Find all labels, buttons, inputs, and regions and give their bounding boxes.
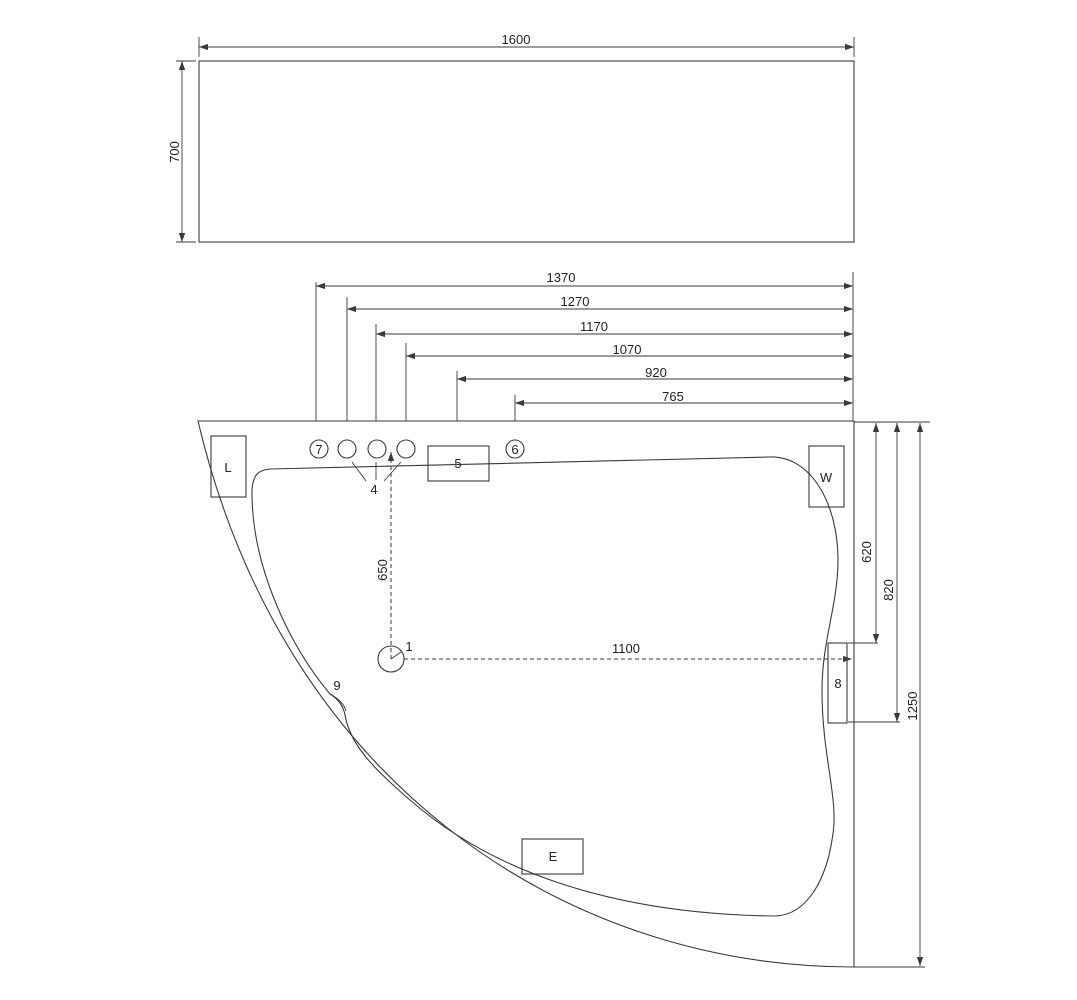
box-w [808,445,845,508]
panel-height-label: 700 [167,141,182,163]
leader-4a [351,461,367,482]
circle-7 [309,439,329,459]
box-l-label: L [224,460,231,475]
box-e [521,838,584,875]
right-dimensions: 620 820 1250 [848,421,930,968]
panel-width-label: 1600 [502,32,531,47]
dim-label-1170: 1170 [580,319,608,334]
box-5 [427,445,490,482]
bathtub-plan: L W 5 E 8 7 4 6 1 650 [197,420,855,968]
headrest-bump [329,693,347,712]
dim-label-820: 820 [881,579,896,601]
dim-label-1070: 1070 [613,342,642,357]
dim-label-1250: 1250 [905,692,920,721]
dim-label-650: 650 [375,559,390,581]
front-panel: 1600 700 [167,32,855,243]
dim-label-765: 765 [662,389,684,404]
box-8 [827,642,848,724]
leader-4c [383,461,402,482]
headrest-9-label: 9 [333,678,340,693]
box-l [210,435,247,498]
box-e-label: E [549,849,558,864]
dim-label-620: 620 [859,541,874,563]
circle-4c [396,439,416,459]
top-dimensions: 1370 1270 1170 1070 920 765 [315,270,854,421]
box-w-label: W [820,470,833,485]
bathtub-inner-basin [251,456,839,917]
circles-4-label: 4 [370,482,377,497]
drain-1-tick [390,651,402,660]
dim-label-1370: 1370 [547,270,576,285]
circle-7-label: 7 [315,442,322,457]
circle-6 [505,439,525,459]
dim-label-920: 920 [645,365,667,380]
drain-1-label: 1 [405,639,412,654]
dim-label-1100: 1100 [612,641,640,656]
circle-4b [367,439,387,459]
box-5-label: 5 [454,456,461,471]
bathtub-outer-outline [197,420,855,968]
circle-6-label: 6 [511,442,518,457]
box-8-label: 8 [834,676,841,691]
front-panel-outline [198,60,855,243]
circle-4a [337,439,357,459]
dim-label-1270: 1270 [561,294,590,309]
